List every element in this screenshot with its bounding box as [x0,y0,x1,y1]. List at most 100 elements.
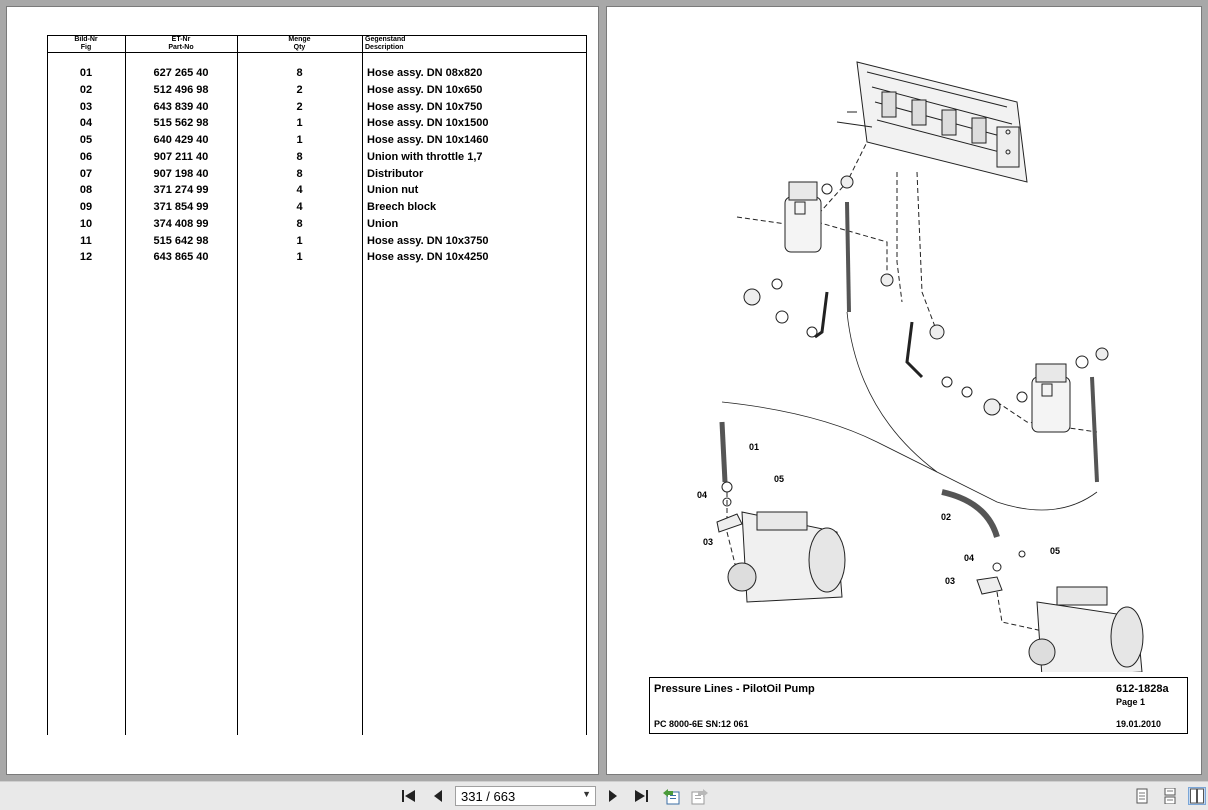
description-cell: Union with throttle 1,7 [367,150,483,163]
part-number-cell: 907 198 40 [153,167,209,180]
quantity-cell: 8 [296,67,303,79]
fig-cell: 12 [79,251,93,264]
part-number-cell: 643 865 40 [153,251,209,264]
description-cell: Distributor [367,167,424,180]
header-desc-de: Gegenstand [365,36,406,43]
callout-03: 03 [703,537,713,547]
table-col-line [237,35,238,735]
pressure-filter-right [1031,363,1071,433]
description-cell: Hose assy. DN 10x1460 [367,134,489,146]
quantity-cell: 1 [296,134,303,146]
header-desc-en: Description [365,44,404,51]
description-cell: Breech block [367,201,437,213]
quantity-cell: 8 [296,150,303,163]
description-cell: Hose assy. DN 10x750 [367,100,483,113]
description-cell: Hose assy. DN 10x3750 [367,234,489,247]
header-fig-en: Fig [80,44,92,51]
part-number-cell: 640 429 40 [153,134,209,146]
callout-04: 04 [697,490,707,500]
fig-cell: 08 [79,184,93,197]
machine-model: PC 8000-6E SN:12 061 [654,719,749,729]
fig-cell: 01 [79,67,93,79]
fig-cell: 06 [79,150,93,163]
callout-01: 01 [749,442,759,452]
header-part-de: ET-Nr [171,36,191,43]
header-fig: Bild-Nr Fig [47,36,125,52]
exploded-drawing: 01 05 04 03 02 04 05 03 [697,61,1144,672]
part-number-cell: 627 265 40 [153,67,209,79]
callout-05b: 05 [1050,546,1060,556]
table-row: 09 371 854 99 4 Breech block [47,201,587,217]
last-page-icon[interactable] [631,787,651,805]
fig-cell: 05 [79,134,93,146]
previous-page-icon[interactable] [428,787,448,805]
callout-04b: 04 [964,553,974,563]
quantity-cell: 8 [296,167,303,180]
two-page-view-icon[interactable] [1188,787,1206,805]
header-qty-de: Menge [288,36,311,43]
description-cell: Hose assy. DN 10x650 [367,83,483,96]
drawing-page-number: Page 1 [1116,697,1146,707]
quantity-cell: 2 [296,100,303,113]
table-header-border [47,52,587,53]
drawing-code: 612-1828a [1116,683,1169,695]
description-cell: Hose assy. DN 10x1500 [367,117,489,130]
quantity-cell: 1 [296,234,303,247]
quantity-cell: 8 [296,217,303,230]
quantity-cell: 4 [296,201,303,213]
first-page-icon[interactable] [399,787,419,805]
fig-cell: 09 [79,201,93,213]
part-number-cell: 374 408 99 [153,217,209,230]
control-valve-block [836,61,1028,183]
hydraulic-pump-left [716,511,846,603]
drawing-date: 19.01.2010 [1116,719,1162,729]
hydraulic-pump-right [976,576,1144,672]
fig-cell: 04 [79,117,93,130]
header-fig-de: Bild-Nr [74,36,98,43]
parts-table: Bild-Nr Fig ET-Nr Part-No Menge Qty Gege… [47,35,587,735]
table-col-line [47,35,48,735]
go-forward-icon[interactable] [690,787,710,805]
description-cell: Hose assy. DN 10x4250 [367,251,489,264]
table-col-line [362,35,363,735]
part-number-cell: 512 496 98 [153,83,209,96]
go-back-icon[interactable] [661,787,681,805]
callout-05: 05 [774,474,784,484]
header-part: ET-Nr Part-No [125,36,237,52]
table-col-line [125,35,126,735]
parts-list-page: Bild-Nr Fig ET-Nr Part-No Menge Qty Gege… [6,6,599,775]
table-col-line [586,35,587,735]
quantity-cell: 1 [296,117,303,130]
table-row: 05 640 429 40 1 Hose assy. DN 10x1460 [47,134,587,150]
drawing-title-block: Pressure Lines - PilotOil Pump 612-1828a… [649,677,1188,734]
drawing-title: Pressure Lines - PilotOil Pump [654,683,815,695]
single-page-view-icon[interactable] [1133,787,1151,805]
page-number-select[interactable]: 331 / 663 ▼ [455,786,596,806]
part-number-cell: 371 854 99 [153,201,209,213]
fittings [721,175,1109,572]
callout-02: 02 [941,512,951,522]
drawing-page: 01 05 04 03 02 04 05 03 Pressure Lines -… [606,6,1202,775]
fig-cell: 10 [79,217,93,230]
continuous-view-icon[interactable] [1161,787,1179,805]
hose-lines [719,201,1099,538]
part-number-cell: 515 642 98 [153,234,209,247]
header-qty-en: Qty [293,44,306,51]
part-number-cell: 515 562 98 [153,117,209,130]
header-qty: Menge Qty [237,36,362,52]
description-cell: Hose assy. DN 08x820 [367,67,483,79]
part-number-cell: 643 839 40 [153,100,209,113]
table-row: 04 515 562 98 1 Hose assy. DN 10x1500 [47,117,587,133]
fig-cell: 02 [79,83,93,96]
header-part-en: Part-No [168,44,194,51]
table-top-border [47,35,587,36]
table-row: 01 627 265 40 8 Hose assy. DN 08x820 [47,67,587,83]
next-page-icon[interactable] [603,787,623,805]
